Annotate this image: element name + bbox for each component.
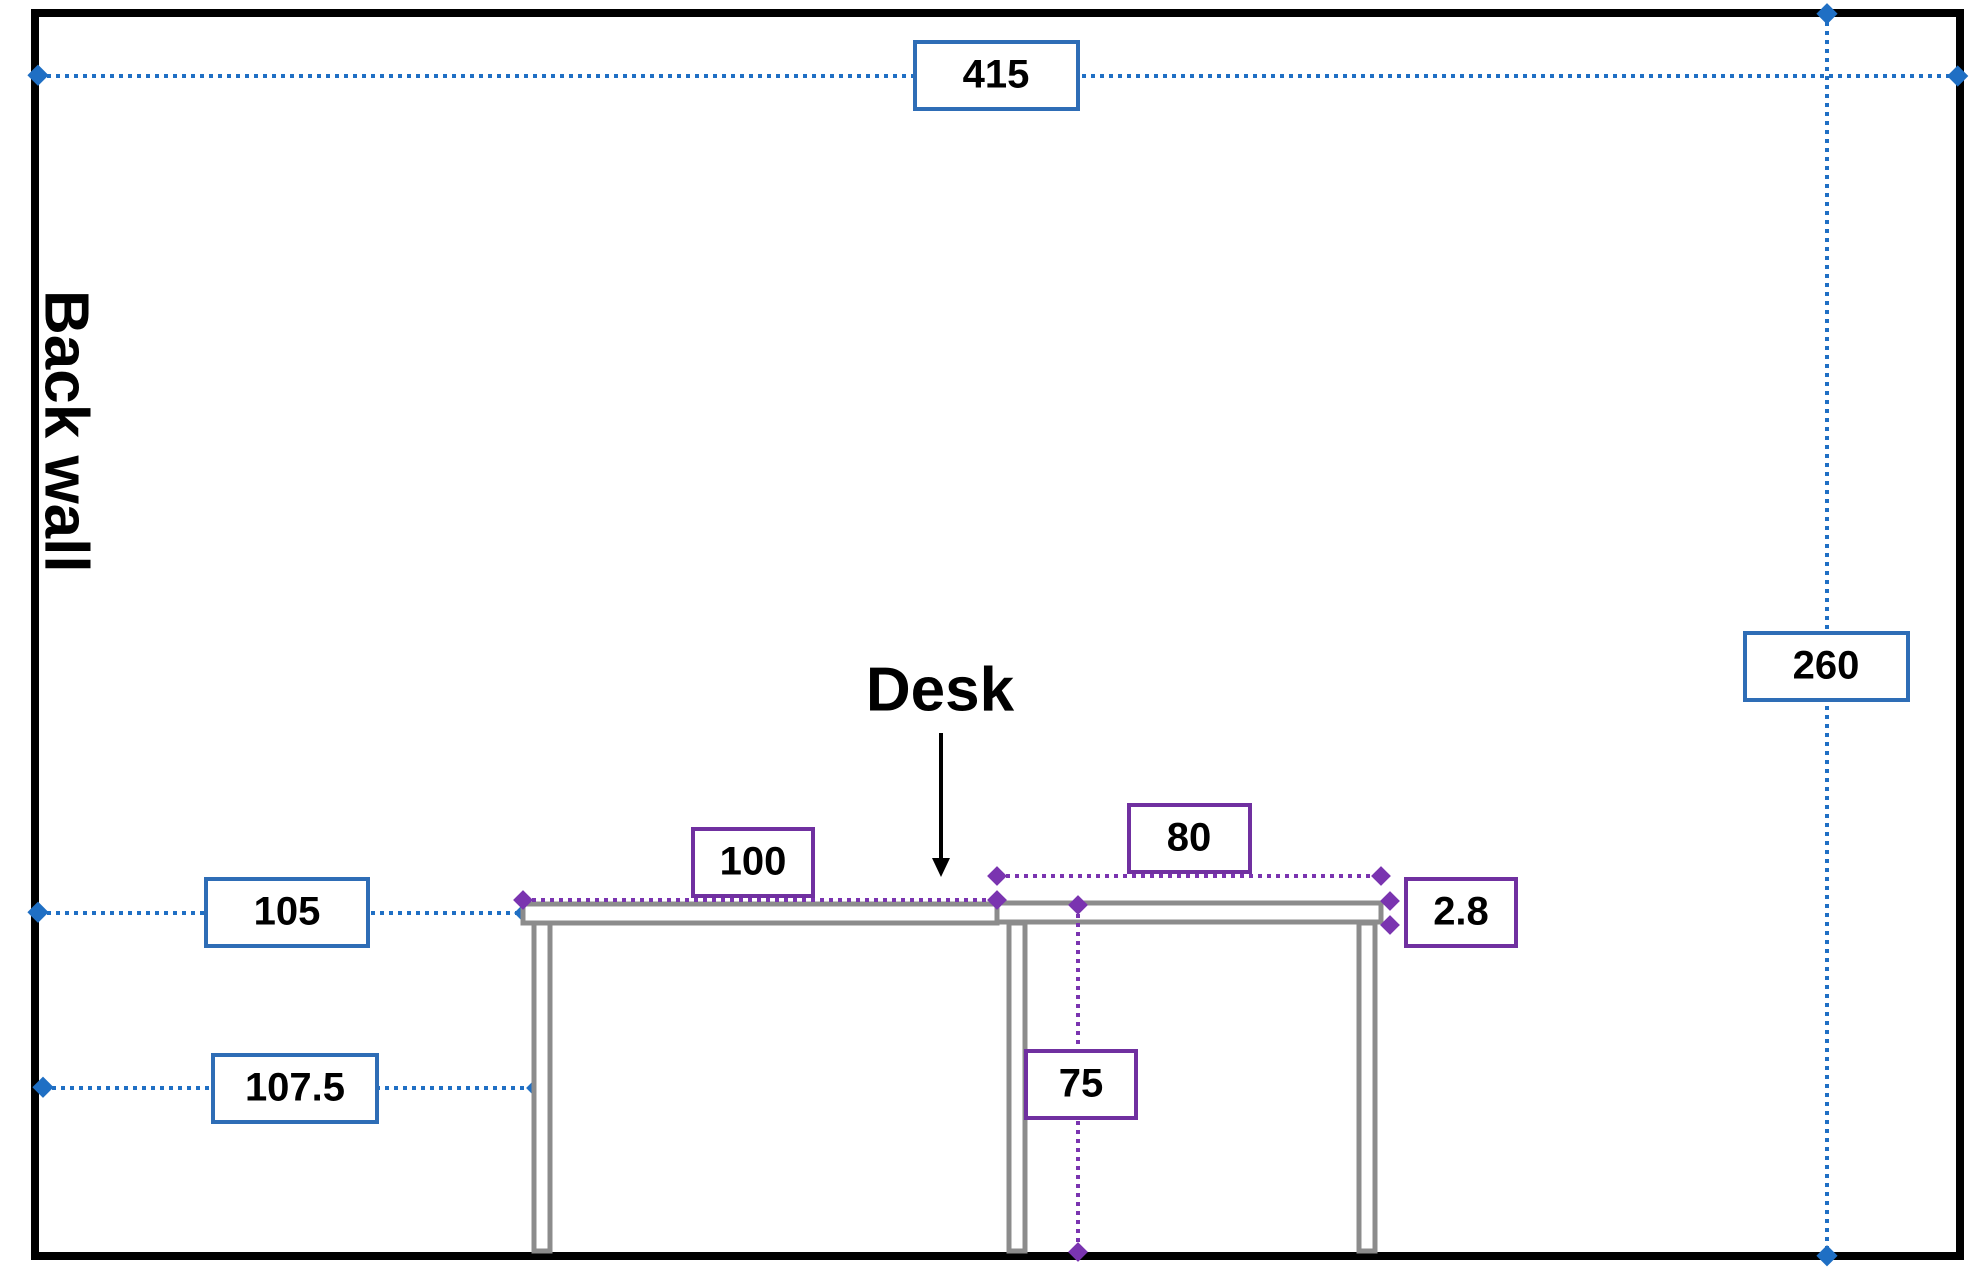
dimension-marker	[32, 1076, 54, 1098]
desk-top-right	[994, 900, 1384, 925]
top-thickness-dimension: 2.8	[1380, 877, 1518, 948]
dimension-marker	[987, 866, 1007, 886]
wall-width-label: 415	[963, 53, 1030, 97]
dimension-marker	[1816, 1245, 1838, 1267]
top-thickness-label-box	[1404, 877, 1518, 948]
dimension-marker	[27, 64, 49, 86]
back-wall-outline	[31, 9, 1964, 1260]
desk-leg	[1006, 920, 1028, 1254]
desk-label: Desk	[866, 655, 1015, 724]
wall-width-label-box	[913, 40, 1080, 111]
desk-top-left	[520, 901, 1000, 926]
desk	[520, 900, 1384, 1254]
desk-height-label: 75	[1059, 1062, 1104, 1106]
dimension-marker	[1380, 915, 1400, 935]
leg-offset-dimension: 107.5	[32, 1053, 548, 1124]
leg-offset-label-box	[211, 1053, 379, 1124]
desk-depth-dimension: 80	[987, 803, 1391, 886]
desk-height-dimension: 75	[1024, 895, 1138, 1262]
desk-offset-label-box	[204, 877, 370, 948]
desk-arrow	[932, 733, 950, 877]
top-thickness-label: 2.8	[1433, 890, 1489, 934]
desk-leg	[531, 920, 553, 1254]
dimension-marker	[513, 890, 533, 910]
desk-length-label-box	[691, 827, 815, 898]
wall-width-dimension: 415	[27, 40, 1969, 111]
desk-offset-label: 105	[254, 890, 321, 934]
leg-offset-label: 107.5	[245, 1066, 345, 1110]
dimension-marker	[1947, 65, 1969, 87]
dimension-marker	[1068, 895, 1088, 915]
wall-height-label-box	[1743, 631, 1910, 702]
desk-length-label: 100	[720, 840, 787, 884]
dimension-marker	[1380, 891, 1400, 911]
back-wall-label: Back wall	[32, 290, 101, 573]
desk-depth-label: 80	[1167, 816, 1212, 860]
desk-length-dimension: 100	[513, 827, 1007, 910]
desk-offset-dimension: 105	[27, 877, 536, 948]
dimension-marker	[1068, 1242, 1088, 1262]
desk-depth-label-box	[1127, 803, 1252, 874]
wall-height-dimension: 260	[1743, 3, 1910, 1267]
dimension-marker	[987, 890, 1007, 910]
desk-height-label-box	[1024, 1049, 1138, 1120]
desk-leg	[1356, 920, 1378, 1254]
dimension-marker	[1371, 866, 1391, 886]
wall-height-label: 260	[1793, 644, 1860, 688]
